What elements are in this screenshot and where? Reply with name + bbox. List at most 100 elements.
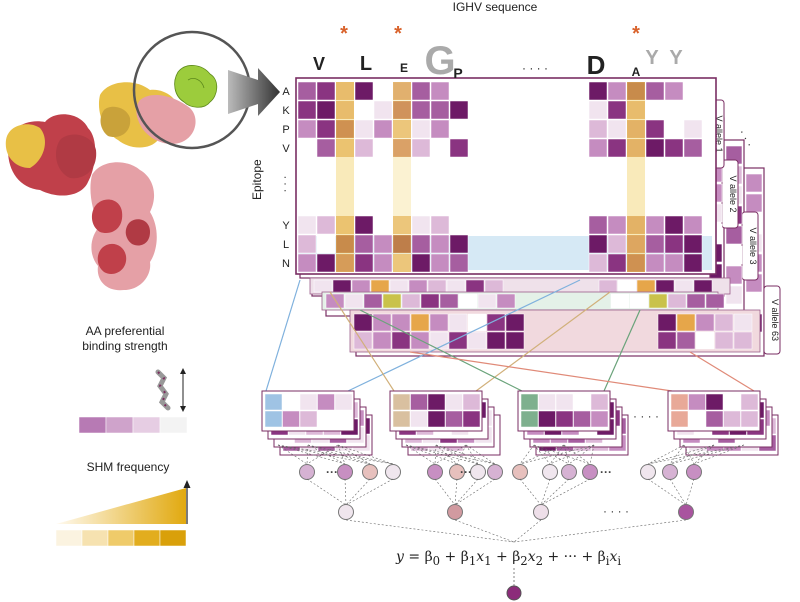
epitope-cell: [373, 253, 393, 273]
shm-highlight-cell: [336, 101, 354, 119]
aggregate-node: [338, 504, 354, 520]
residue-cell: [391, 313, 411, 332]
epitope-cell: [683, 138, 703, 158]
regression-equation: y = β0 + β1x1 + β2x2 + ··· + βixi: [396, 549, 621, 568]
shm-highlight-cell: [336, 139, 354, 157]
network-edge: [647, 478, 687, 506]
allele-label: V allele 3: [748, 227, 758, 264]
feature-cell: [520, 393, 539, 411]
residue-strip: [321, 291, 725, 311]
eq-y: y: [396, 549, 404, 565]
epitope-cell: [411, 100, 431, 120]
shm-highlight-cell: [393, 139, 411, 157]
epitope-cell: [449, 81, 469, 101]
shm-arrow-head: [183, 480, 191, 488]
residue-cell: [705, 293, 725, 309]
peptide-body: [155, 369, 171, 411]
eq-b2-sub: 2: [520, 553, 528, 568]
epitope-cell: [373, 215, 393, 235]
network-edge: [337, 444, 346, 465]
network-edge: [307, 444, 394, 465]
allele-edge-cell: [725, 245, 743, 265]
feature-matrix-group: [261, 390, 373, 456]
shm-highlight-cell: [336, 120, 354, 138]
shm-highlight-cell: [627, 82, 645, 100]
eq-x2: x: [527, 549, 536, 565]
allele-edge-cell: [745, 193, 763, 213]
epitope-cell: [354, 215, 374, 235]
eq-dots: + ··· +: [543, 549, 598, 565]
network-edge: [434, 478, 456, 506]
binding-title-line2: binding strength: [82, 339, 168, 353]
hidden-node: [542, 464, 558, 480]
epitope-cell: [645, 215, 665, 235]
hidden-node: [362, 464, 378, 480]
group-ellipsis: · · · ·: [633, 409, 659, 423]
epitope-cell: [588, 100, 608, 120]
allele-tab: V allele 63: [763, 285, 781, 355]
network-edge: [693, 444, 715, 465]
residue-cell: [648, 293, 668, 309]
logo-letter: E: [400, 61, 408, 75]
feature-cell: [317, 393, 335, 411]
feature-cell: [740, 410, 759, 428]
feature-matrix-group: [517, 390, 629, 456]
network-edge: [513, 519, 687, 543]
residue-cell: [636, 279, 656, 293]
connector-line: [689, 351, 755, 392]
epitope-cell: [607, 119, 627, 139]
epitope-cell: [664, 138, 684, 158]
epitope-cell: [664, 81, 684, 101]
epitope-cell: [430, 215, 450, 235]
feature-cell: [573, 393, 591, 411]
feature-cell: [264, 410, 283, 428]
epitope-cell: [297, 119, 317, 139]
network-edge: [405, 444, 458, 465]
epitope-cell: [588, 253, 608, 273]
connector-line: [347, 279, 581, 392]
epitope-cell: [588, 215, 608, 235]
residue-cell: [408, 279, 428, 293]
epitope-cell: [316, 138, 336, 158]
shm-highlight-cell: [393, 254, 411, 272]
shm-scale-cell: [81, 529, 109, 547]
feature-matrix-group: [389, 390, 501, 456]
residue-cell: [674, 279, 694, 293]
shm-highlight-cell: [336, 82, 354, 100]
epitope-cell: [645, 253, 665, 273]
hidden-node: [487, 464, 503, 480]
residue-cell: [610, 293, 630, 309]
network-edge: [454, 478, 479, 506]
feature-cell: [334, 410, 353, 428]
residue-cell: [657, 331, 677, 350]
feature-cell: [264, 393, 283, 411]
eq-x1-sub: 1: [484, 553, 492, 568]
epitope-cell: [354, 234, 374, 254]
epitope-row-label: K: [282, 105, 290, 117]
aggregate-node: [447, 504, 463, 520]
allele-label: V allele 1: [714, 115, 724, 152]
epitope-cell: [664, 215, 684, 235]
epitope-row-label: Y: [282, 220, 290, 232]
epitope-cell: [411, 253, 431, 273]
feature-cell: [688, 393, 706, 411]
eq-x1: x: [476, 549, 485, 565]
network-edge: [277, 444, 308, 465]
epitope-cell: [297, 234, 317, 254]
residue-cell: [505, 313, 525, 332]
residue-cell: [313, 279, 333, 293]
binding-strength-title: AA preferential binding strength: [60, 324, 190, 354]
network-edge: [454, 478, 496, 506]
residue-cell: [427, 279, 447, 293]
feature-cell: [392, 410, 411, 428]
epitope-cell: [449, 100, 469, 120]
network-edge: [454, 519, 515, 543]
eq-b1: β: [460, 549, 469, 565]
residue-cell: [629, 293, 649, 309]
epitope-cell: [411, 119, 431, 139]
antigen-shape: [174, 65, 218, 108]
network-edge: [533, 444, 591, 465]
epitope-cell: [316, 119, 336, 139]
antigen-zoom: [132, 30, 252, 150]
